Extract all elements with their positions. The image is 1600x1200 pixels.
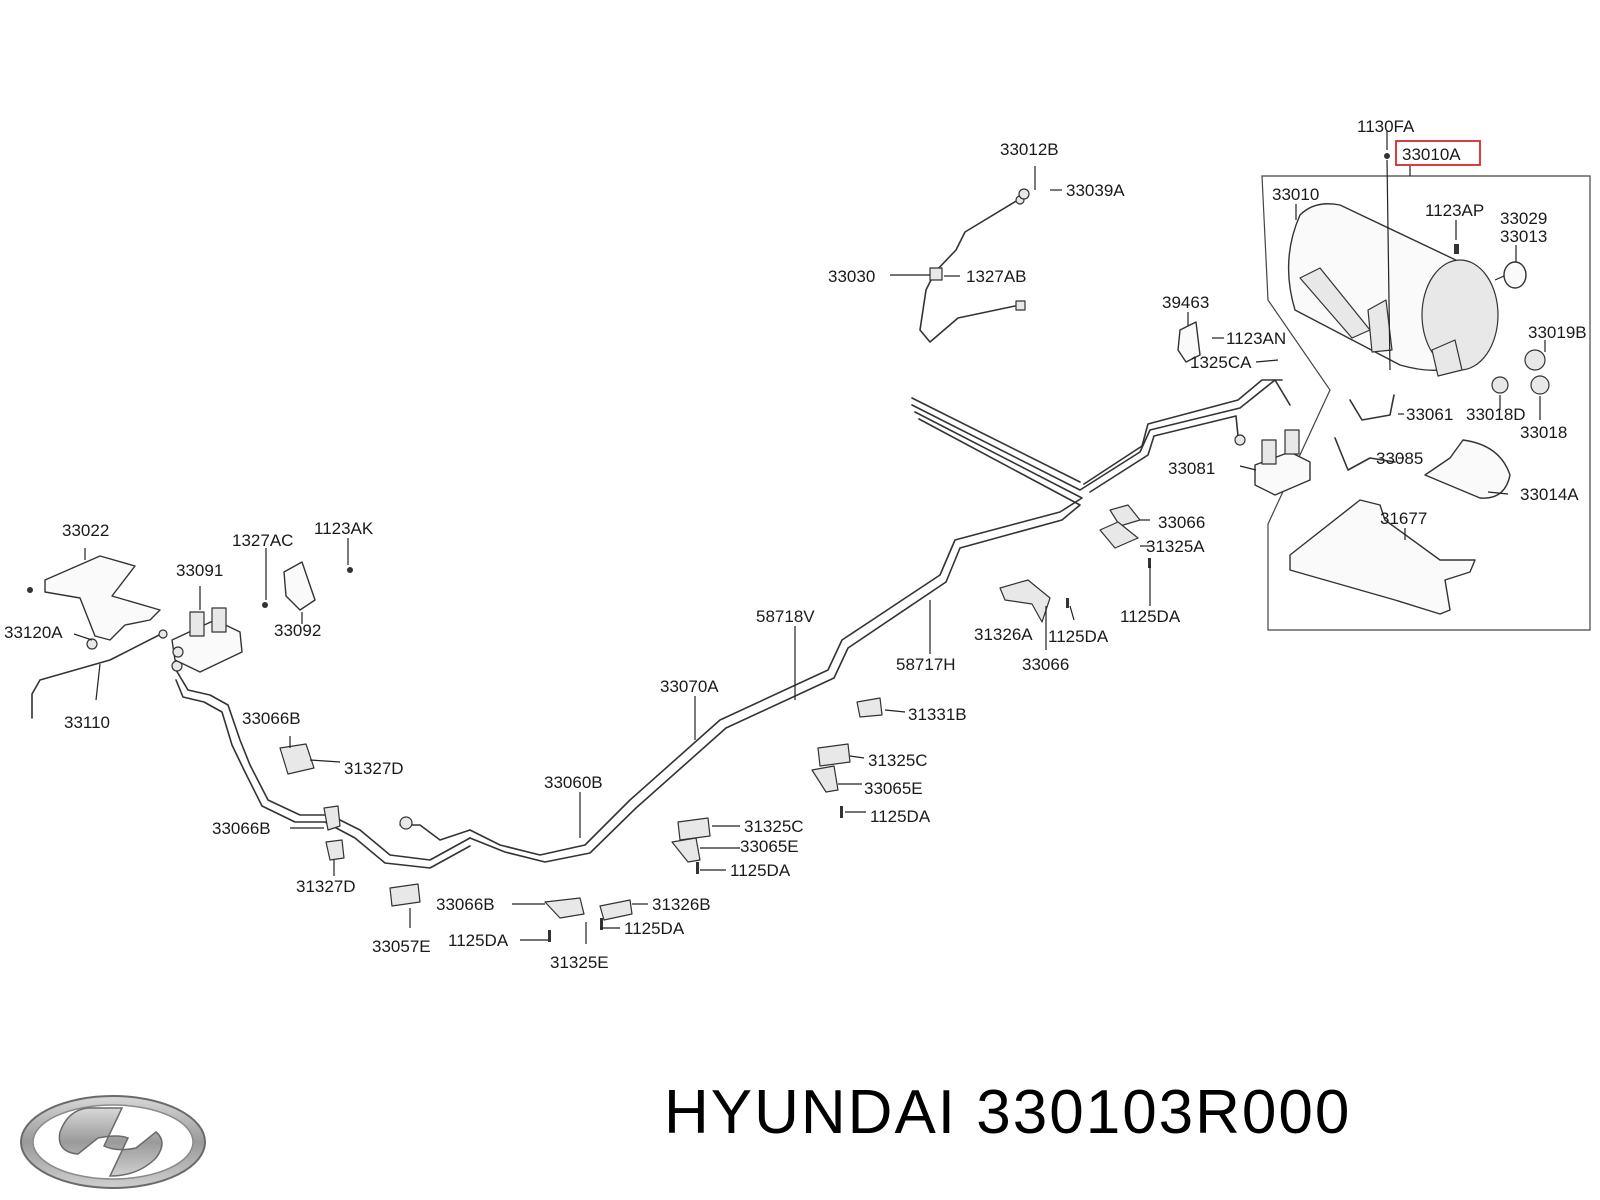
- brand-part-number: HYUNDAI 330103R000: [664, 1082, 1351, 1144]
- label-33120A: 33120A: [4, 623, 63, 642]
- label-33070A: 33070A: [660, 677, 719, 696]
- tank-assembly-group: [1261, 153, 1591, 631]
- heat-shield-33014A: [1424, 439, 1511, 499]
- part-labels: 1130FA 33010A 33012B 33039A 33010 1123AP…: [4, 117, 1587, 972]
- label-58718V: 58718V: [756, 607, 815, 626]
- label-33066-upper: 33066: [1158, 513, 1205, 532]
- label-31327D-a: 31327D: [344, 759, 404, 778]
- bracket-33092: [262, 561, 353, 611]
- tank-assembly-frame: [1261, 175, 1591, 631]
- label-1125DA-c: 1125DA: [870, 807, 931, 826]
- label-33029: 33029: [1500, 209, 1547, 228]
- fitting-33019B: [1524, 349, 1546, 371]
- fitting-33018: [1530, 375, 1550, 395]
- label-33030: 33030: [828, 267, 875, 286]
- label-1325CA: 1325CA: [1190, 353, 1252, 372]
- valve-33091: [171, 607, 243, 673]
- brand-name: HYUNDAI: [664, 1078, 958, 1147]
- label-1123AP: 1123AP: [1425, 201, 1484, 220]
- label-1125DA-a: 1125DA: [1048, 627, 1109, 646]
- label-1123AK: 1123AK: [314, 519, 374, 538]
- label-33060B: 33060B: [544, 773, 603, 792]
- pipe-33030: [919, 199, 1019, 343]
- label-31325C-b: 31325C: [744, 817, 804, 836]
- label-33018D: 33018D: [1466, 405, 1526, 424]
- label-31677: 31677: [1380, 509, 1427, 528]
- label-33066B-b: 33066B: [212, 819, 271, 838]
- label-33022: 33022: [62, 521, 109, 540]
- label-33012B: 33012B: [1000, 140, 1059, 159]
- fitting-33018D: [1491, 376, 1509, 394]
- label-1123AN: 1123AN: [1226, 329, 1286, 348]
- label-1327AB: 1327AB: [966, 267, 1027, 286]
- leader-lines: [73, 130, 1546, 944]
- label-31326B: 31326B: [652, 895, 711, 914]
- label-1327AC: 1327AC: [232, 531, 293, 550]
- label-31325C-a: 31325C: [868, 751, 928, 770]
- label-33065E-a: 33065E: [864, 779, 923, 798]
- label-33061: 33061: [1406, 405, 1453, 424]
- label-33019B: 33019B: [1528, 323, 1587, 342]
- label-31331B: 31331B: [908, 705, 967, 724]
- label-33081: 33081: [1168, 459, 1215, 478]
- valve-33081: [1254, 429, 1311, 496]
- bracket-39463: [1177, 321, 1201, 363]
- label-1125DA-b: 1125DA: [1120, 607, 1181, 626]
- label-33010A: 33010A: [1402, 145, 1461, 164]
- label-33010: 33010: [1272, 185, 1319, 204]
- hyundai-logo-icon: [20, 1095, 206, 1189]
- label-33057E: 33057E: [372, 937, 431, 956]
- label-33066B-c: 33066B: [436, 895, 495, 914]
- label-33091: 33091: [176, 561, 223, 580]
- label-33039A: 33039A: [1066, 181, 1125, 200]
- label-31325E: 31325E: [550, 953, 609, 972]
- label-33065E-b: 33065E: [740, 837, 799, 856]
- label-1125DA-f: 1125DA: [448, 931, 509, 950]
- label-33085: 33085: [1376, 449, 1423, 468]
- label-1130FA: 1130FA: [1357, 117, 1415, 136]
- tank-valve-33029: [1503, 261, 1527, 289]
- label-1125DA-d: 1125DA: [730, 861, 791, 880]
- tank-bracket: [1431, 339, 1463, 377]
- bracket-33022: [27, 555, 161, 650]
- tank-strap-b: [1367, 299, 1393, 353]
- label-33092: 33092: [274, 621, 321, 640]
- label-33066B-a: 33066B: [242, 709, 301, 728]
- label-31327D-b: 31327D: [296, 877, 356, 896]
- label-33013: 33013: [1500, 227, 1547, 246]
- part-number: 330103R000: [976, 1078, 1352, 1147]
- label-33066-lower: 33066: [1022, 655, 1069, 674]
- hose-33061: [1349, 394, 1395, 421]
- label-31325A: 31325A: [1146, 537, 1205, 556]
- label-33014A: 33014A: [1520, 485, 1579, 504]
- hose-33085: [1334, 437, 1396, 471]
- label-33018: 33018: [1520, 423, 1567, 442]
- label-31326A: 31326A: [974, 625, 1033, 644]
- pipe-33030-group: [919, 188, 1030, 343]
- rod-33110: [31, 631, 166, 719]
- main-pipe-bundle: [171, 379, 1291, 869]
- label-39463: 39463: [1162, 293, 1209, 312]
- clip-parts: [279, 504, 1151, 942]
- label-33110: 33110: [64, 713, 110, 732]
- highlight-box: [1395, 140, 1481, 166]
- skid-plate-31677: [1289, 499, 1476, 615]
- label-1125DA-e: 1125DA: [624, 919, 685, 938]
- label-58717H: 58717H: [896, 655, 956, 674]
